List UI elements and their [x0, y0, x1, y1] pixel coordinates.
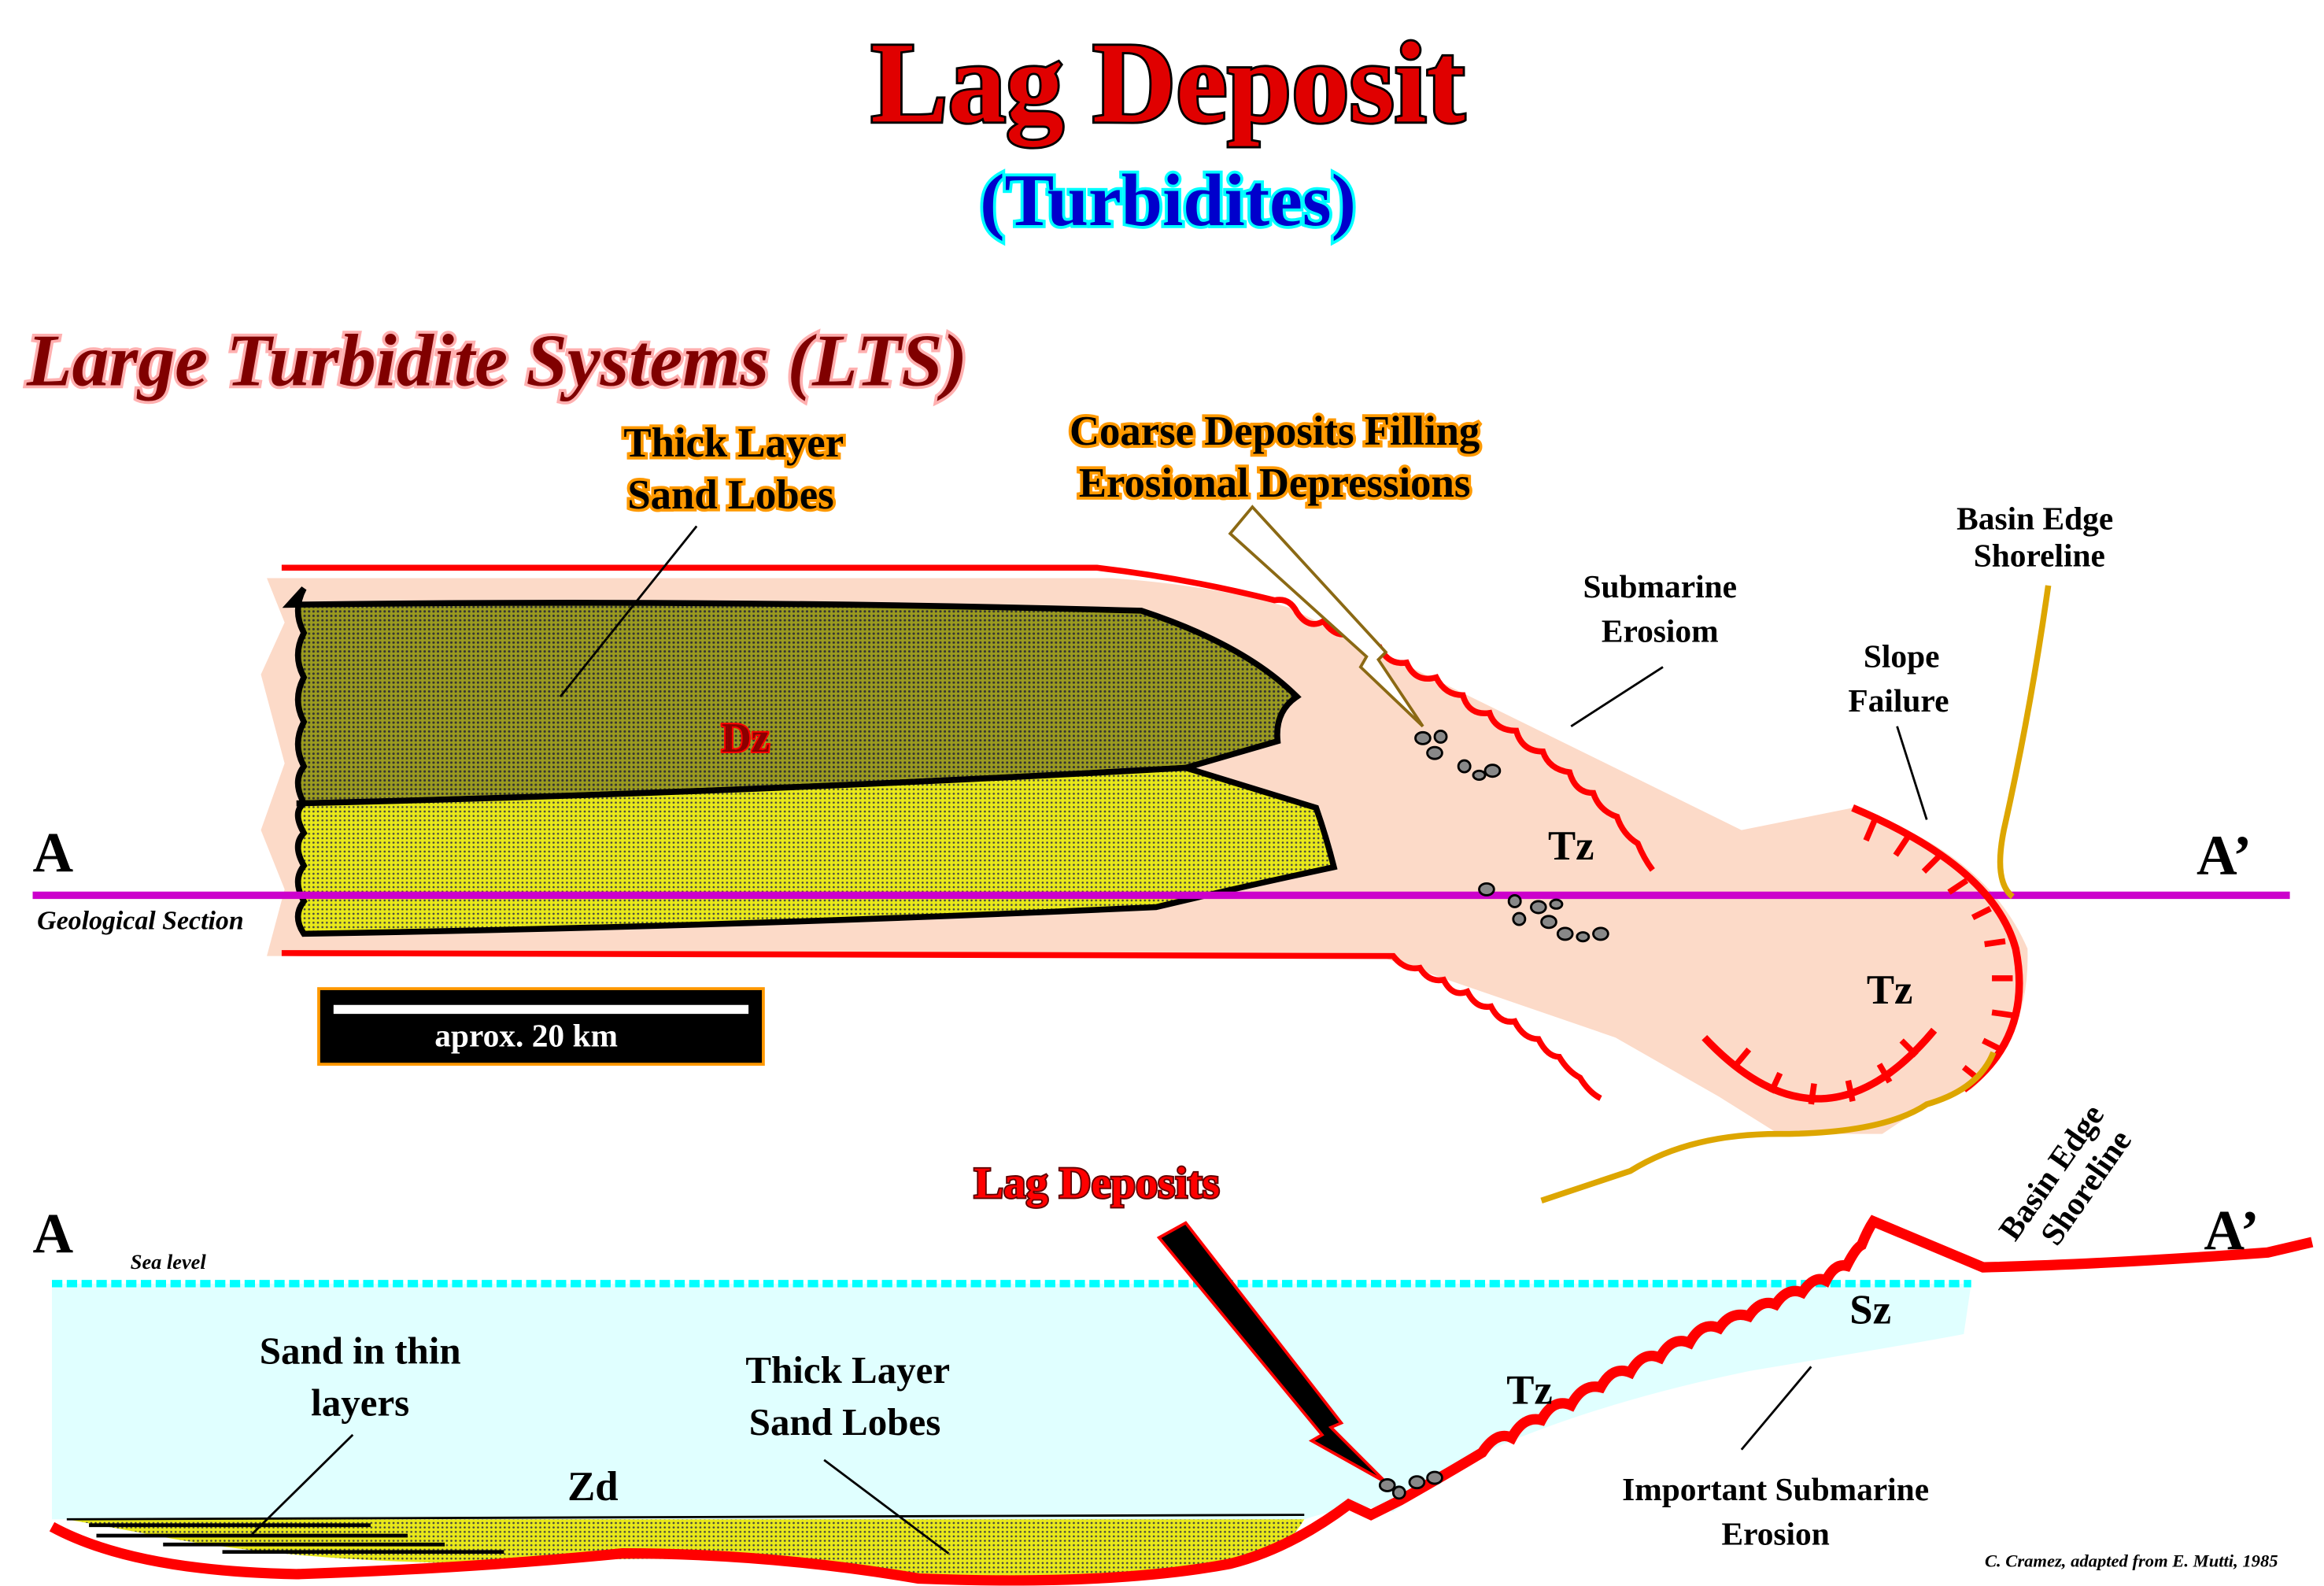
thick-layer-leader-section [823, 1458, 950, 1555]
lag-arrow [1156, 1221, 1387, 1484]
subtitle: (Turbidites) [980, 160, 1356, 242]
slope-failure-leader [1896, 726, 1928, 820]
pebbles [1414, 729, 1609, 943]
point-a-prime: A’ [2197, 825, 2252, 887]
slope-failure-label-2: Failure [1848, 682, 1949, 719]
zd-label: Zd [567, 1464, 618, 1510]
sea-level-label: Sea level [131, 1251, 207, 1274]
submarine-erosion-label-1: Submarine [1583, 568, 1737, 604]
tz-label-1: Tz [1548, 823, 1594, 869]
thick-layer-label-2: Sand Lobes [627, 472, 833, 518]
sand-thin-label-2: layers [311, 1381, 409, 1424]
point-a: A [33, 822, 74, 884]
sz-label: Sz [1849, 1288, 1891, 1333]
shoreline [1540, 585, 2052, 1203]
lag-pebbles [1378, 1470, 1443, 1500]
scale-label: aprox. 20 km [434, 1018, 618, 1054]
thin-sand-layers [89, 1523, 504, 1555]
sand-thin-label-1: Sand in thin [260, 1329, 461, 1373]
sea-water [52, 1283, 1971, 1520]
section-heading: Large Turbidite Systems (LTS) [26, 320, 967, 402]
cross-section: Lag Deposits A A’ Sea level Basin Edge S… [33, 1097, 2314, 1586]
coarse-arrow [1228, 505, 1424, 728]
coarse-label-2: Erosional Depressions [1079, 460, 1471, 506]
coarse-label-1: Coarse Deposits Filling [1070, 409, 1480, 454]
erosion-label-1: Important Submarine [1622, 1471, 1929, 1507]
thick-layer-leader [559, 525, 698, 697]
tz-label-2: Tz [1867, 967, 1913, 1013]
upper-margin [281, 564, 1655, 872]
lower-margin [281, 950, 1602, 1101]
thick-layer-label-1: Thick Layer [623, 420, 844, 466]
slope-failure-scarp [1851, 804, 2023, 1092]
basin-floor-profile [49, 1214, 2314, 1586]
map-view: Thick Layer Sand Lobes Coarse Deposits F… [33, 405, 2290, 1203]
section-line-label: Geological Section [37, 907, 244, 936]
erosion-leader [1570, 666, 1664, 727]
section-thick-layer-label-2: Sand Lobes [749, 1400, 941, 1444]
section-point-a-prime: A’ [2204, 1200, 2259, 1263]
scarp-ticks [1863, 818, 2013, 1081]
basin-edge-label-1: Basin Edge [1956, 500, 2113, 536]
erosion-leader-section [1740, 1366, 1812, 1451]
inner-scarp-ticks [1731, 1038, 1919, 1105]
submarine-erosion-label-2: Erosiom [1602, 612, 1719, 649]
erosion-label-2: Erosion [1721, 1515, 1829, 1551]
credit: C. Cramez, adapted from E. Mutti, 1985 [1985, 1551, 2278, 1571]
sand-thin-leader [251, 1433, 354, 1536]
section-tz-label: Tz [1506, 1367, 1553, 1413]
basin-edge-label-2: Shoreline [1974, 537, 2105, 573]
section-thick-layer-label-1: Thick Layer [745, 1348, 950, 1392]
top-sand-line [66, 1514, 1305, 1521]
dz-label: Dz [722, 715, 770, 761]
slope-failure-label-1: Slope [1864, 638, 1940, 674]
lag-deposits-label: Lag Deposits [974, 1159, 1220, 1208]
scale-bar: aprox. 20 km [317, 987, 765, 1067]
section-point-a: A [33, 1203, 74, 1265]
title: Lag Deposit [871, 18, 1465, 146]
